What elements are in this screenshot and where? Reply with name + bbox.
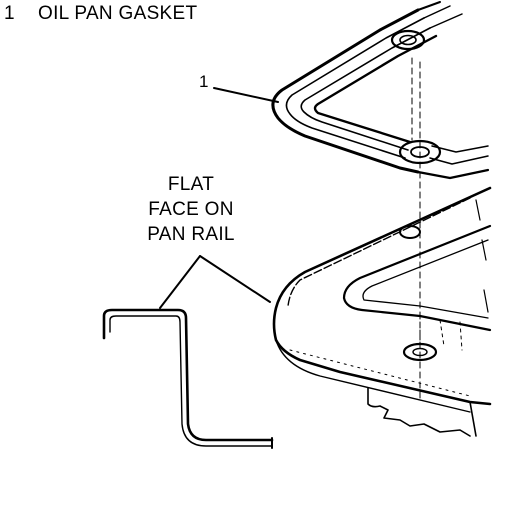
legend-item-number: 1 <box>4 3 15 24</box>
flat-face-line-3: PAN RAIL <box>147 224 235 245</box>
flat-face-line-1: FLAT <box>167 174 215 195</box>
oil-pan-gasket <box>213 1 490 180</box>
oil-pan <box>159 186 492 437</box>
legend: 1 OIL PAN GASKET <box>4 3 197 25</box>
legend-item-label: OIL PAN GASKET <box>38 3 198 24</box>
flat-face-callout-label: FLAT FACE ON PAN RAIL <box>126 172 256 247</box>
straight-edge-profile <box>102 308 274 449</box>
flat-face-line-2: FACE ON <box>148 199 234 220</box>
gasket-callout-number: 1 <box>199 72 209 91</box>
